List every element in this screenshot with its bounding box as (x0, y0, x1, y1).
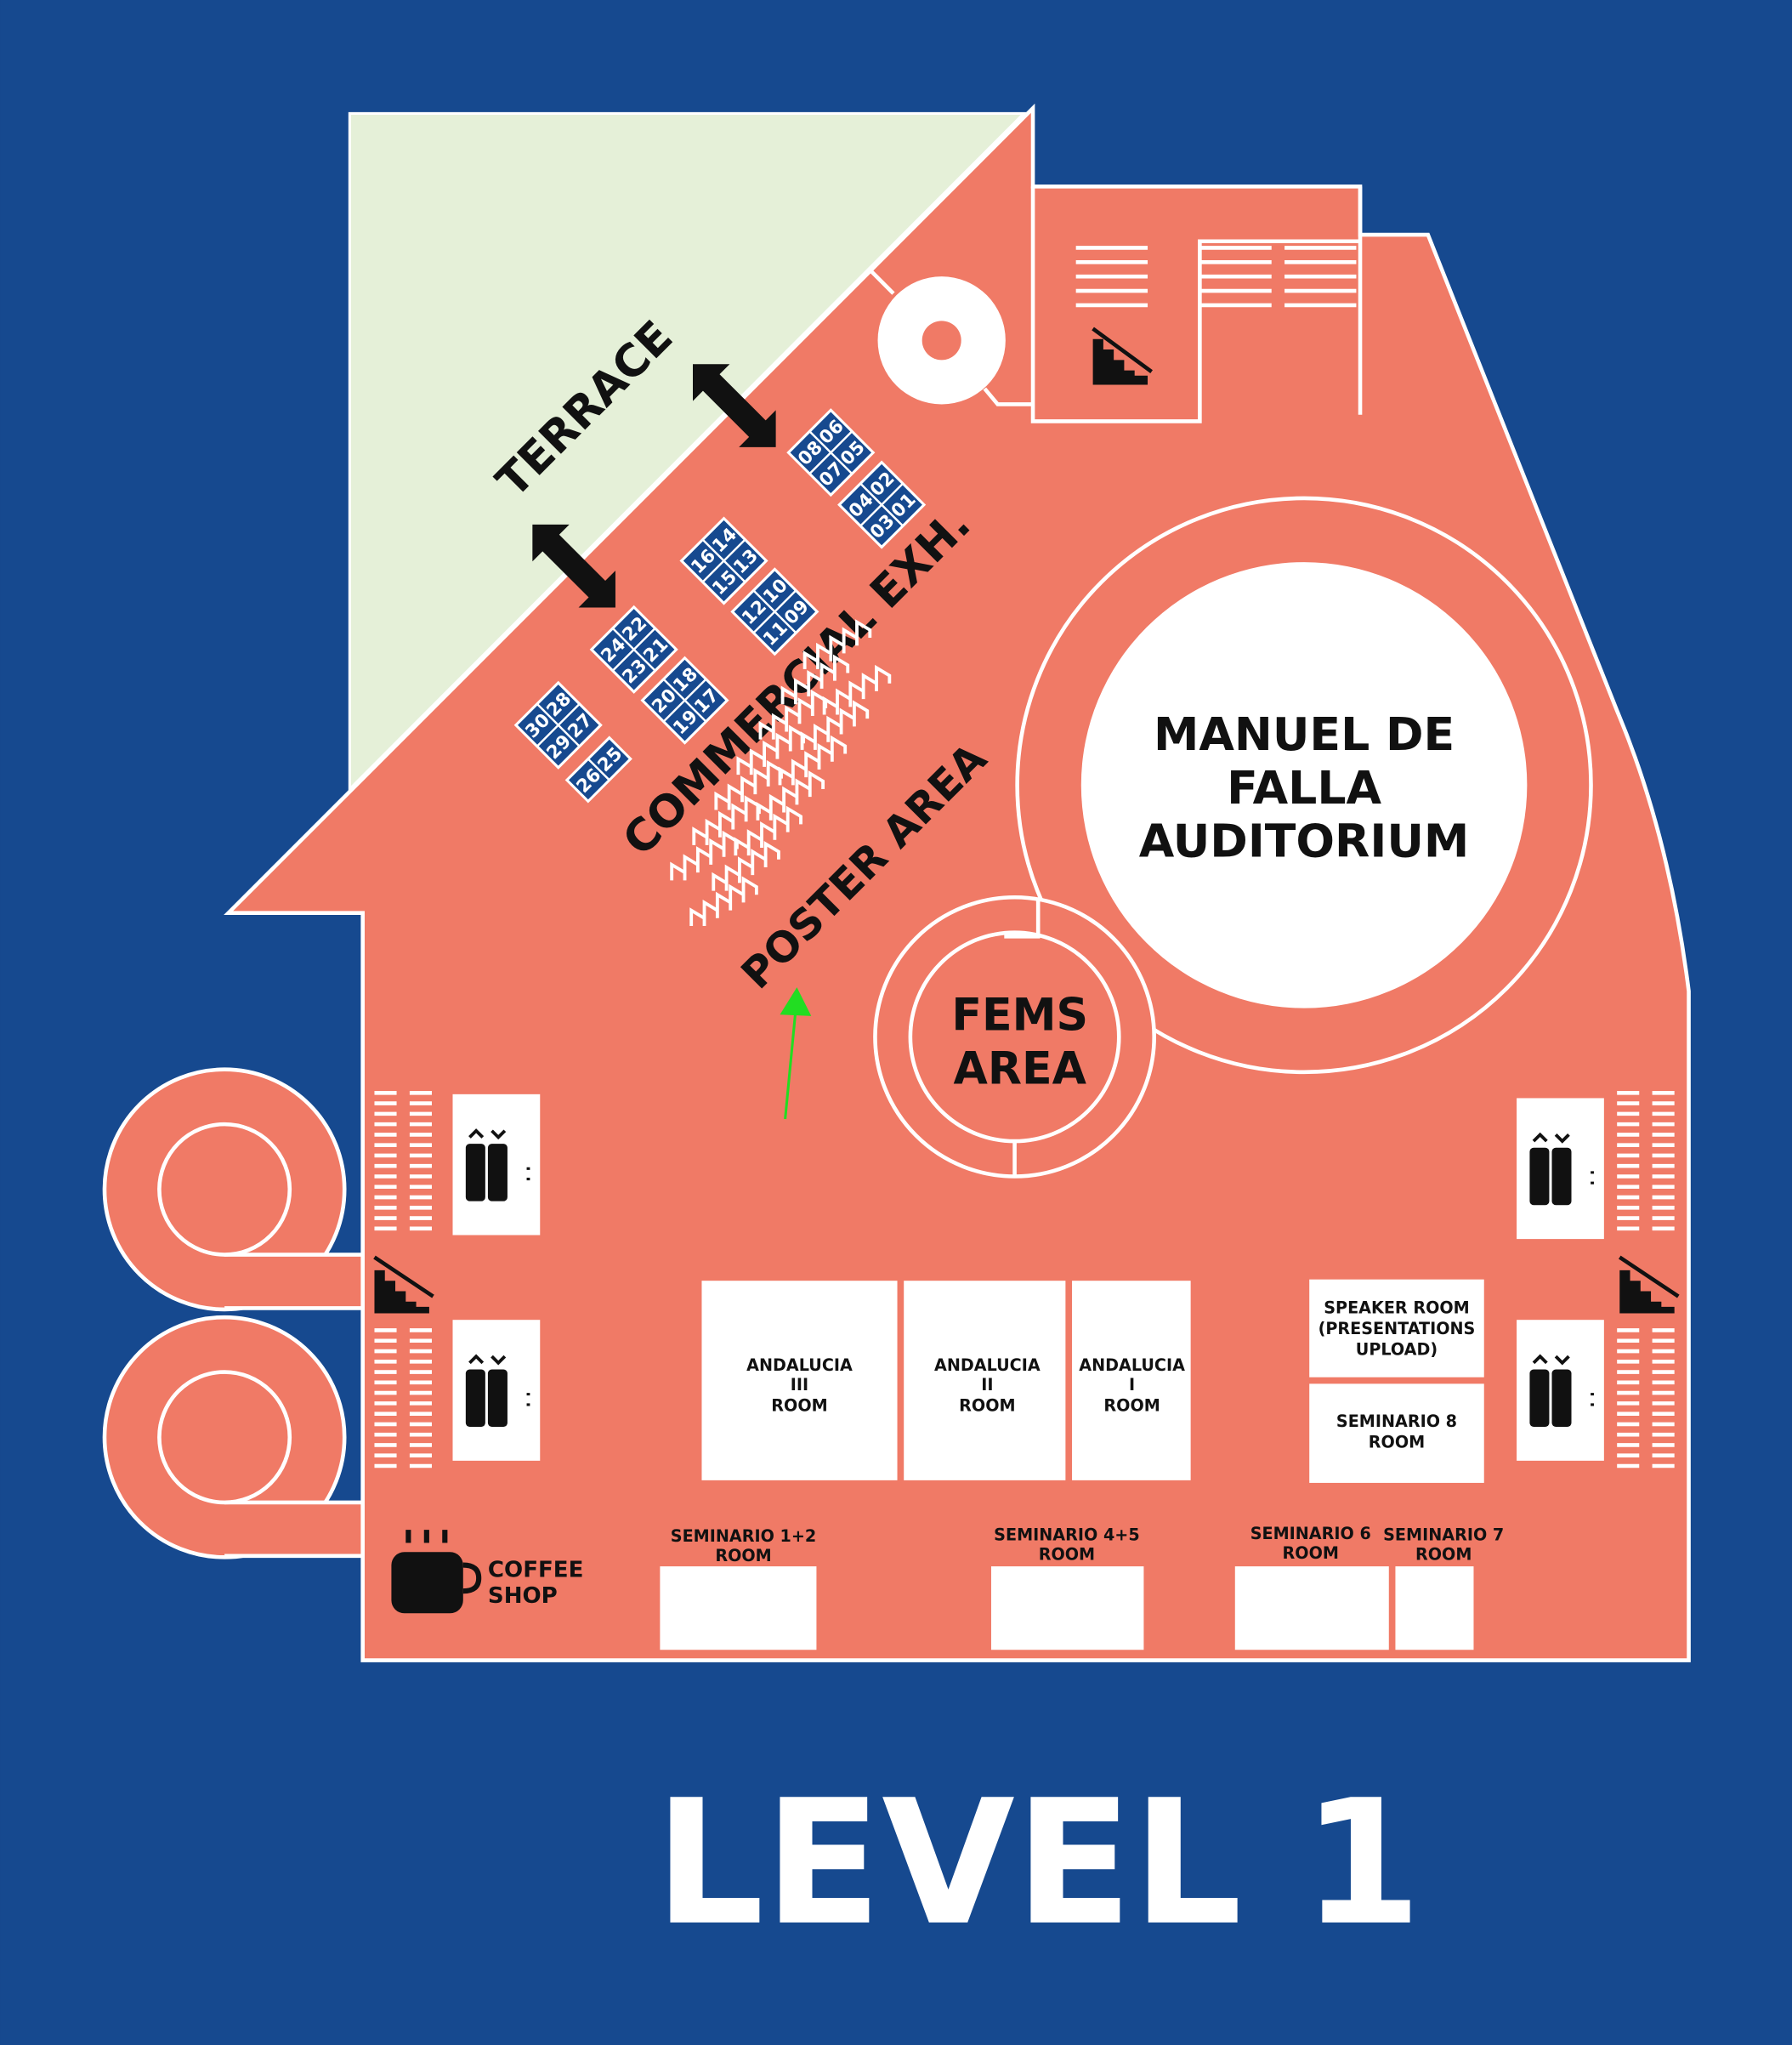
coffee-label-1: COFFEE (488, 1557, 584, 1582)
room-label: ANDALUCIA (1079, 1355, 1185, 1375)
coffee-icon (391, 1530, 482, 1614)
double-arrow-icon (532, 524, 615, 608)
room-label: ROOM (771, 1396, 827, 1416)
andalucia-3-room[interactable]: ANDALUCIA III ROOM (701, 1281, 898, 1480)
poster-board (692, 795, 761, 845)
poster-board (734, 805, 802, 856)
room-label: (PRESENTATIONS (1318, 1319, 1476, 1338)
room-label: ROOM (1415, 1544, 1472, 1564)
auditorium-label-3: AUDITORIUM (1139, 815, 1470, 868)
stairs-icon (1618, 1255, 1680, 1314)
room-label: ROOM (1039, 1544, 1095, 1564)
elevator-icon (1529, 1354, 1594, 1427)
andalucia-2-room[interactable]: ANDALUCIA II ROOM (904, 1281, 1066, 1480)
room-label: ROOM (1283, 1543, 1339, 1563)
room-label: ROOM (1103, 1396, 1160, 1416)
left-wing-top (102, 1067, 363, 1312)
andalucia-1-room[interactable]: ANDALUCIA I ROOM (1072, 1281, 1191, 1480)
seminario-4-5-room[interactable]: SEMINARIO 4+5 ROOM (990, 1525, 1144, 1650)
speaker-room[interactable]: SPEAKER ROOM (PRESENTATIONS UPLOAD) (1309, 1279, 1484, 1378)
seminario-7-room[interactable]: SEMINARIO 7 ROOM (1383, 1525, 1504, 1650)
stairs-icon (1092, 327, 1153, 385)
room-label: ANDALUCIA (934, 1355, 1041, 1375)
booth[interactable] (880, 482, 926, 528)
booth[interactable] (683, 678, 729, 724)
fems-label-1: FEMS (951, 991, 1088, 1042)
room-label: SEMINARIO 8 (1336, 1412, 1457, 1431)
poster-boards (670, 619, 892, 926)
stair-lines (374, 1091, 1675, 1468)
double-arrow-icon (693, 364, 776, 447)
stairs-icon (373, 1255, 434, 1314)
auditorium-ring (1015, 496, 1593, 1075)
room-label: I (1129, 1375, 1135, 1395)
poster-board (800, 700, 870, 750)
stair-lines (1075, 246, 1357, 308)
room-label: III (791, 1375, 808, 1395)
room-label: ANDALUCIA (746, 1355, 853, 1375)
booth[interactable] (722, 537, 768, 584)
fems-label-2: AREA (953, 1044, 1086, 1095)
room-label: SEMINARIO 4+5 (994, 1525, 1139, 1544)
fems-area[interactable] (873, 895, 1156, 1179)
elevator (1517, 1320, 1604, 1461)
room-label: UPLOAD) (1356, 1340, 1438, 1360)
elevator-icon (465, 1128, 530, 1201)
seminario-1-2-room[interactable]: SEMINARIO 1+2 ROOM (660, 1526, 817, 1650)
floor-outline (224, 103, 1691, 1662)
poster-board (714, 759, 783, 810)
room-label: II (981, 1375, 993, 1395)
room-label: SEMINARIO 7 (1383, 1525, 1504, 1544)
booth[interactable] (829, 429, 875, 475)
auditorium[interactable] (1080, 562, 1528, 1008)
booth[interactable] (773, 588, 819, 634)
left-wing-bottom (102, 1315, 363, 1559)
direction-arrow-icon (780, 987, 812, 1120)
poster-board (689, 876, 758, 926)
room-label: SPEAKER ROOM (1324, 1298, 1469, 1318)
booth[interactable] (557, 702, 603, 748)
seminario-8-room[interactable]: SEMINARIO 8 ROOM (1309, 1383, 1484, 1483)
poster-board (758, 690, 828, 740)
poster-board (778, 735, 848, 786)
poster-board (780, 654, 850, 705)
poster-board (756, 770, 825, 821)
service-rooms (870, 186, 1363, 423)
poster-board (736, 724, 806, 775)
poster-board (712, 840, 780, 891)
auditorium-label-1: MANUEL DE (1154, 707, 1455, 761)
level-title: LEVEL 1 (655, 1763, 1422, 1963)
seminario-6-room[interactable]: SEMINARIO 6 ROOM (1234, 1524, 1389, 1650)
elevator-icon (1529, 1132, 1594, 1206)
auditorium-label-2: FALLA (1227, 761, 1381, 815)
booth[interactable] (632, 627, 678, 673)
room-label: SEMINARIO 1+2 (671, 1526, 816, 1546)
poster-board (670, 830, 739, 881)
poster-board (822, 664, 892, 715)
elevator (452, 1094, 541, 1236)
elevator (1517, 1098, 1604, 1240)
terrace-area (348, 111, 1028, 792)
room-label: ROOM (1369, 1433, 1425, 1452)
round-lift (877, 276, 1006, 405)
booth[interactable] (587, 736, 632, 782)
elevator-icon (465, 1354, 530, 1427)
room-label: ROOM (959, 1396, 1015, 1416)
poster-board (802, 619, 872, 669)
elevator (452, 1320, 541, 1461)
room-label: ROOM (715, 1546, 771, 1565)
room-label: SEMINARIO 6 (1250, 1524, 1371, 1543)
coffee-label-2: SHOP (488, 1583, 558, 1609)
